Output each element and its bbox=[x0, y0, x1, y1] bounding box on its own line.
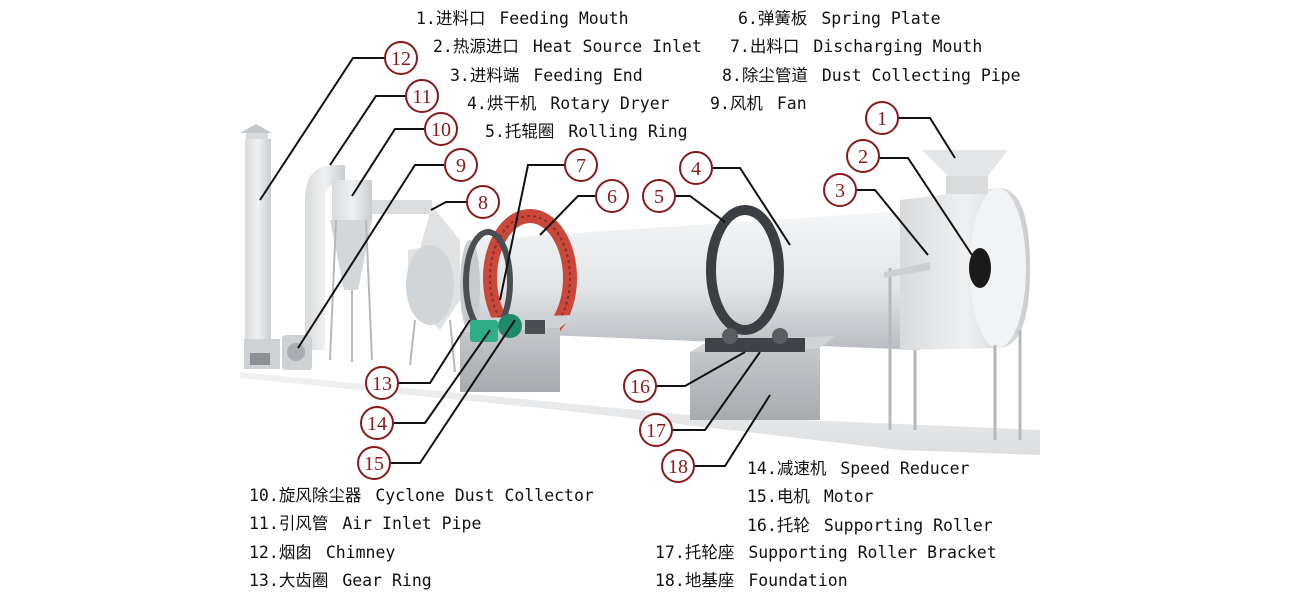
feed-end-housing bbox=[884, 150, 1030, 440]
callout-15: 15 bbox=[357, 446, 391, 480]
callout-label: 16 bbox=[630, 376, 650, 398]
callout-label: 18 bbox=[668, 456, 688, 478]
callout-6: 6 bbox=[595, 179, 629, 213]
callout-16: 16 bbox=[623, 369, 657, 403]
callout-8: 8 bbox=[466, 185, 500, 219]
callout-label: 2 bbox=[858, 146, 868, 168]
rolling-ring bbox=[706, 205, 784, 335]
ground-plane bbox=[240, 372, 1040, 455]
cyclone-dust-collector bbox=[305, 165, 432, 362]
callout-label: 12 bbox=[391, 48, 411, 70]
callout-3: 3 bbox=[823, 173, 857, 207]
rotary-dryer-drum bbox=[470, 210, 920, 350]
callout-10: 10 bbox=[424, 112, 458, 146]
callout-18: 18 bbox=[661, 449, 695, 483]
foundation-right bbox=[690, 328, 835, 420]
callout-label: 14 bbox=[367, 413, 387, 435]
callout-12: 12 bbox=[384, 41, 418, 75]
callout-4: 4 bbox=[679, 151, 713, 185]
callout-label: 5 bbox=[654, 186, 664, 208]
callout-17: 17 bbox=[639, 413, 673, 447]
chimney bbox=[240, 124, 280, 369]
callout-5: 5 bbox=[642, 179, 676, 213]
callout-14: 14 bbox=[360, 406, 394, 440]
callout-label: 9 bbox=[456, 155, 466, 177]
callout-7: 7 bbox=[564, 148, 598, 182]
callout-2: 2 bbox=[846, 139, 880, 173]
callout-label: 6 bbox=[607, 186, 617, 208]
callout-label: 17 bbox=[646, 420, 666, 442]
callout-9: 9 bbox=[444, 148, 478, 182]
callout-label: 3 bbox=[835, 180, 845, 202]
callout-label: 15 bbox=[364, 453, 384, 475]
callout-label: 7 bbox=[576, 155, 586, 177]
callout-label: 4 bbox=[691, 158, 701, 180]
foundation-left bbox=[460, 314, 575, 392]
callout-1: 1 bbox=[865, 101, 899, 135]
discharge-housing bbox=[406, 206, 460, 373]
callout-label: 10 bbox=[431, 119, 451, 141]
callout-label: 8 bbox=[478, 192, 488, 214]
callout-11: 11 bbox=[405, 79, 439, 113]
callout-label: 1 bbox=[877, 108, 887, 130]
leader-lines bbox=[259, 57, 973, 467]
fan bbox=[282, 335, 312, 370]
callout-label: 11 bbox=[412, 86, 431, 108]
callout-13: 13 bbox=[365, 366, 399, 400]
callout-label: 13 bbox=[372, 373, 392, 395]
